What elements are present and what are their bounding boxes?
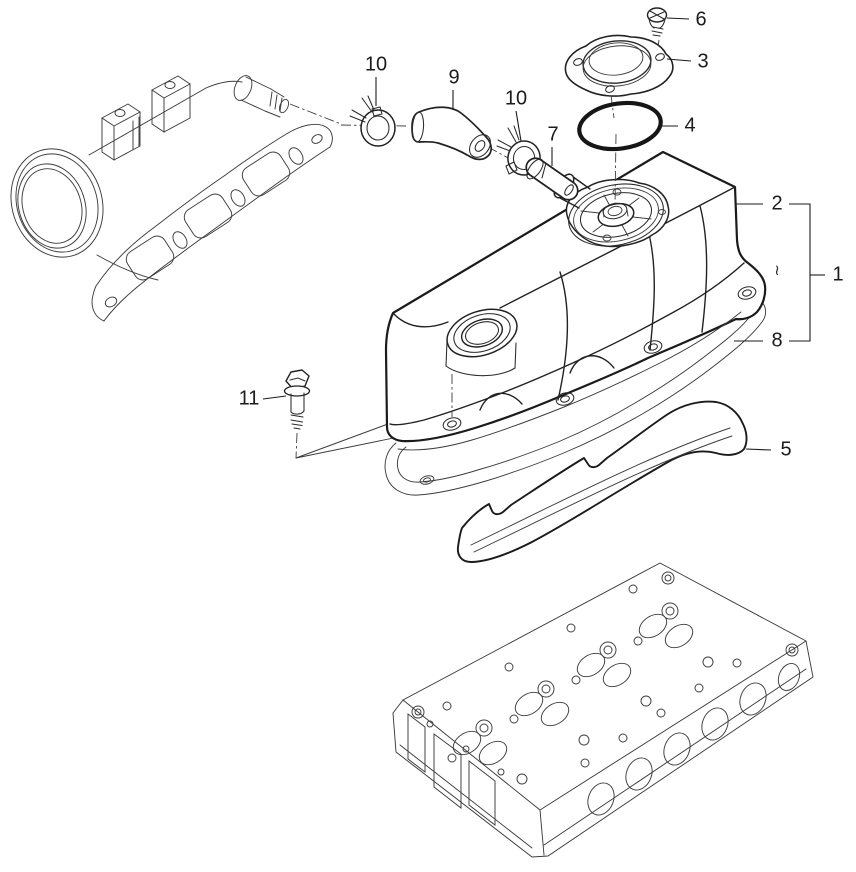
callout-2: 2 — [771, 192, 783, 215]
callout-10-rear: 10 — [504, 87, 528, 110]
callout-4: 4 — [684, 114, 696, 137]
oil-filler-ring — [565, 178, 670, 248]
bracket-group-1 — [789, 203, 825, 342]
callout-7: 7 — [547, 123, 559, 146]
manifold-gasket-outline — [91, 123, 333, 322]
manifold-breather-nipple — [233, 75, 290, 118]
cover-bolt — [283, 369, 311, 459]
cylinder-head-cover — [384, 150, 767, 451]
valve-pockets — [447, 602, 694, 766]
cap-screw — [646, 7, 668, 37]
head-front-ports — [580, 658, 801, 816]
oil-filler-cap — [564, 34, 674, 97]
callout-8: 8 — [771, 329, 783, 352]
breather-hose-assembly — [349, 95, 579, 201]
callout-6: 6 — [695, 8, 707, 31]
flange-bolt-holes — [442, 286, 757, 431]
cylinder-head-reference — [392, 562, 814, 858]
callout-11: 11 — [238, 387, 260, 410]
callout-10-front: 10 — [364, 53, 388, 76]
cover-boss-opening — [445, 308, 518, 377]
callout-5: 5 — [780, 438, 792, 461]
breather-hose — [411, 106, 492, 161]
callout-3: 3 — [697, 50, 709, 73]
oil-filler-gasket — [577, 100, 663, 152]
head-cover-gasket — [456, 400, 748, 563]
callout-squiggle: ≀ — [774, 262, 780, 279]
breather-pipe — [525, 157, 579, 201]
oil-cap-assembly — [564, 7, 674, 207]
hose-clamp-front — [349, 95, 396, 147]
callout-leaders — [262, 17, 825, 451]
intake-manifold-reference — [10, 75, 407, 322]
callout-9: 9 — [448, 66, 460, 89]
callout-1: 1 — [832, 263, 844, 286]
